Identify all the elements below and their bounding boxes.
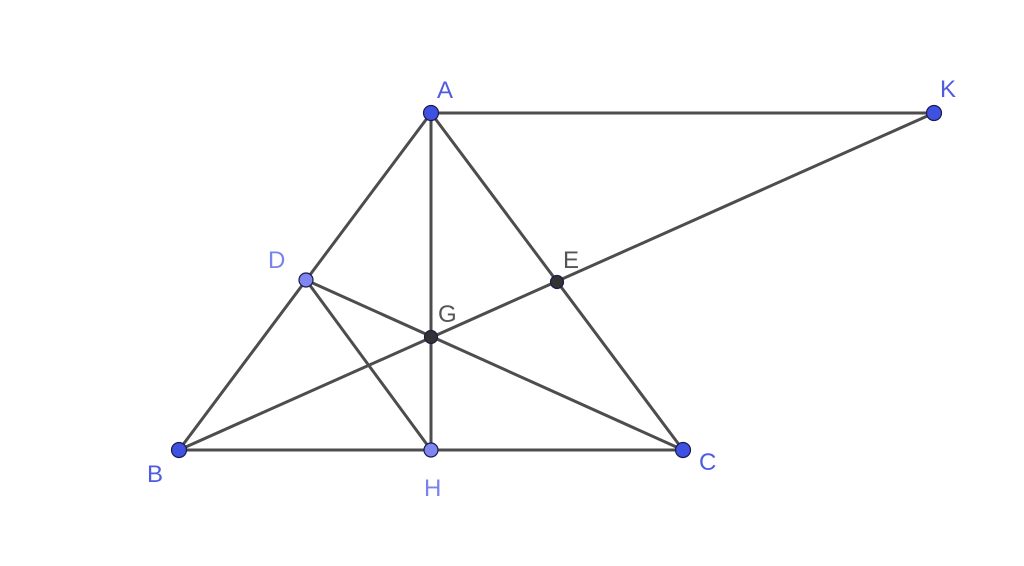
point-label-g: G	[438, 301, 457, 328]
segment-dc	[304, 278, 685, 452]
labels-layer: A K B C D H E G	[147, 76, 956, 502]
point-g[interactable]	[423, 329, 439, 345]
point-h[interactable]	[423, 442, 439, 458]
point-label-d: D	[268, 247, 285, 274]
segment-dh	[304, 278, 433, 452]
point-label-h: H	[424, 475, 441, 502]
point-a[interactable]	[422, 104, 440, 122]
point-label-e: E	[563, 247, 579, 274]
point-e[interactable]	[549, 274, 565, 290]
point-label-k: K	[940, 76, 956, 103]
point-b[interactable]	[170, 441, 188, 459]
point-k[interactable]	[925, 104, 943, 122]
point-d[interactable]	[298, 272, 314, 288]
point-label-b: B	[147, 461, 163, 488]
point-label-a: A	[437, 77, 453, 104]
points-layer	[170, 104, 943, 459]
point-c[interactable]	[674, 441, 692, 459]
point-label-c: C	[699, 449, 716, 476]
